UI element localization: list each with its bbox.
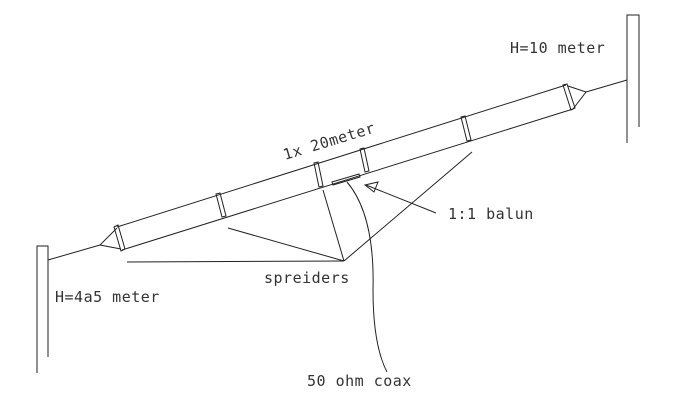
coax-cable <box>346 181 388 373</box>
right-pole <box>626 14 640 143</box>
spreader-leaders <box>126 151 473 263</box>
ladder-line <box>116 84 574 251</box>
balun-arrow <box>363 181 437 214</box>
label-length: 1x 20meter <box>281 119 377 164</box>
label-balun: 1:1 balun <box>448 205 534 223</box>
label-height-low: H=4a5 meter <box>55 288 160 306</box>
label-coax: 50 ohm coax <box>307 372 412 390</box>
label-height-high: H=10 meter <box>510 39 605 57</box>
end-wires <box>47 79 628 261</box>
spreaders <box>113 83 576 252</box>
balun <box>331 173 361 186</box>
label-spreaders: spreiders <box>264 269 350 287</box>
left-pole <box>36 245 49 373</box>
